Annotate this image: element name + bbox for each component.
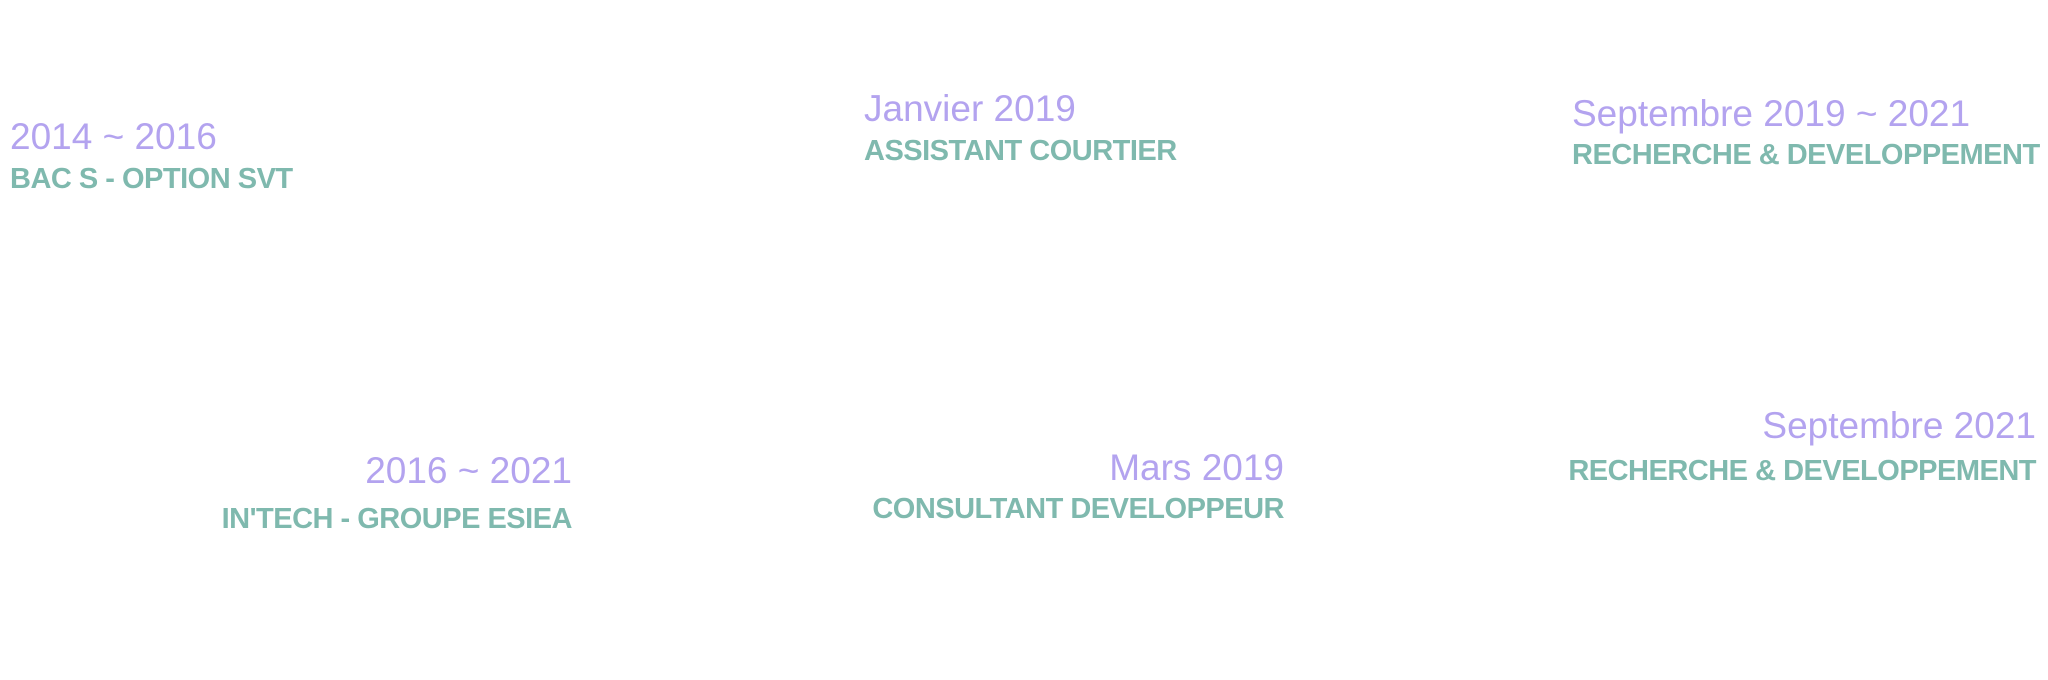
entry-title: RECHERCHE & DEVELOPPEMENT [1572, 139, 2040, 171]
entry-date: Janvier 2019 [864, 88, 1076, 129]
entry-title: RECHERCHE & DEVELOPPEMENT [1568, 455, 2036, 487]
entry-title: BAC S - OPTION SVT [10, 163, 293, 195]
entry-date: Septembre 2019 ~ 2021 [1572, 93, 1971, 134]
entry-date: Septembre 2021 [1762, 405, 2036, 446]
timeline-entry-intech: 2016 ~ 2021 IN'TECH - GROUPE ESIEA [221, 450, 573, 536]
timeline-entry-rnd-2019: Septembre 2019 ~ 2021 RECHERCHE & DEVELO… [1572, 93, 2040, 172]
entry-title: IN'TECH - GROUPE ESIEA [221, 503, 573, 535]
entry-title: CONSULTANT DEVELOPPEUR [872, 493, 1284, 525]
entry-date: 2016 ~ 2021 [365, 450, 572, 491]
timeline-entry-bac: 2014 ~ 2016 BAC S - OPTION SVT [10, 116, 293, 196]
timeline-entry-rnd-2021: Septembre 2021 RECHERCHE & DEVELOPPEMENT [1568, 405, 2036, 488]
entry-title: ASSISTANT COURTIER [864, 135, 1177, 167]
entry-date: Mars 2019 [1109, 447, 1284, 488]
timeline-entry-consultant: Mars 2019 CONSULTANT DEVELOPPEUR [872, 447, 1284, 526]
timeline-entry-assistant-courtier: Janvier 2019 ASSISTANT COURTIER [864, 88, 1177, 168]
entry-date: 2014 ~ 2016 [10, 116, 217, 157]
